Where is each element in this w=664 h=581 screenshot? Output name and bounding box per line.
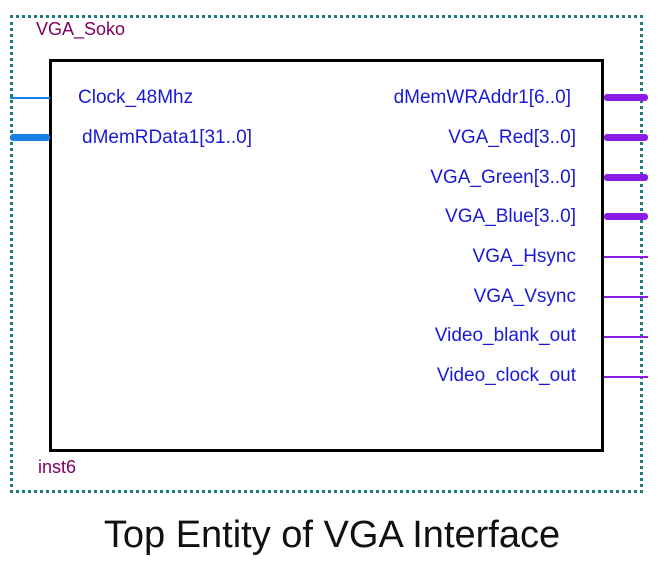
- output-wire-dmemwraddr1: [604, 94, 648, 101]
- output-wire-video-clock-out: [604, 376, 648, 378]
- input-port-clock-label: Clock_48Mhz: [78, 87, 194, 108]
- entity-symbol-frame: [10, 15, 643, 493]
- output-wire-vga-red: [604, 134, 648, 141]
- output-port-dmemwraddr1-label: dMemWRAddr1[6..0]: [393, 87, 571, 108]
- output-wire-video-blank-out: [604, 336, 648, 338]
- entity-block: [49, 59, 604, 452]
- instance-name: inst6: [38, 457, 77, 477]
- output-wire-vga-vsync: [604, 296, 648, 298]
- input-wire-clock: [10, 97, 50, 99]
- output-wire-vga-green: [604, 174, 648, 181]
- output-port-video-clock-out-label: Video_clock_out: [436, 365, 576, 386]
- entity-name: VGA_Soko: [36, 19, 126, 39]
- output-port-video-blank-out-label: Video_blank_out: [434, 325, 576, 346]
- output-port-vga-green-label: VGA_Green[3..0]: [430, 167, 576, 188]
- input-port-dmemrdata1-label: dMemRData1[31..0]: [82, 127, 253, 148]
- output-port-vga-hsync-label: VGA_Hsync: [472, 246, 576, 267]
- output-port-vga-red-label: VGA_Red[3..0]: [448, 127, 576, 148]
- figure-caption: Top Entity of VGA Interface: [103, 514, 561, 556]
- input-wire-dmemrdata1: [10, 134, 50, 141]
- output-wire-vga-blue: [604, 213, 648, 220]
- output-port-vga-blue-label: VGA_Blue[3..0]: [445, 206, 576, 227]
- output-wire-vga-hsync: [604, 256, 648, 258]
- output-port-vga-vsync-label: VGA_Vsync: [473, 286, 576, 307]
